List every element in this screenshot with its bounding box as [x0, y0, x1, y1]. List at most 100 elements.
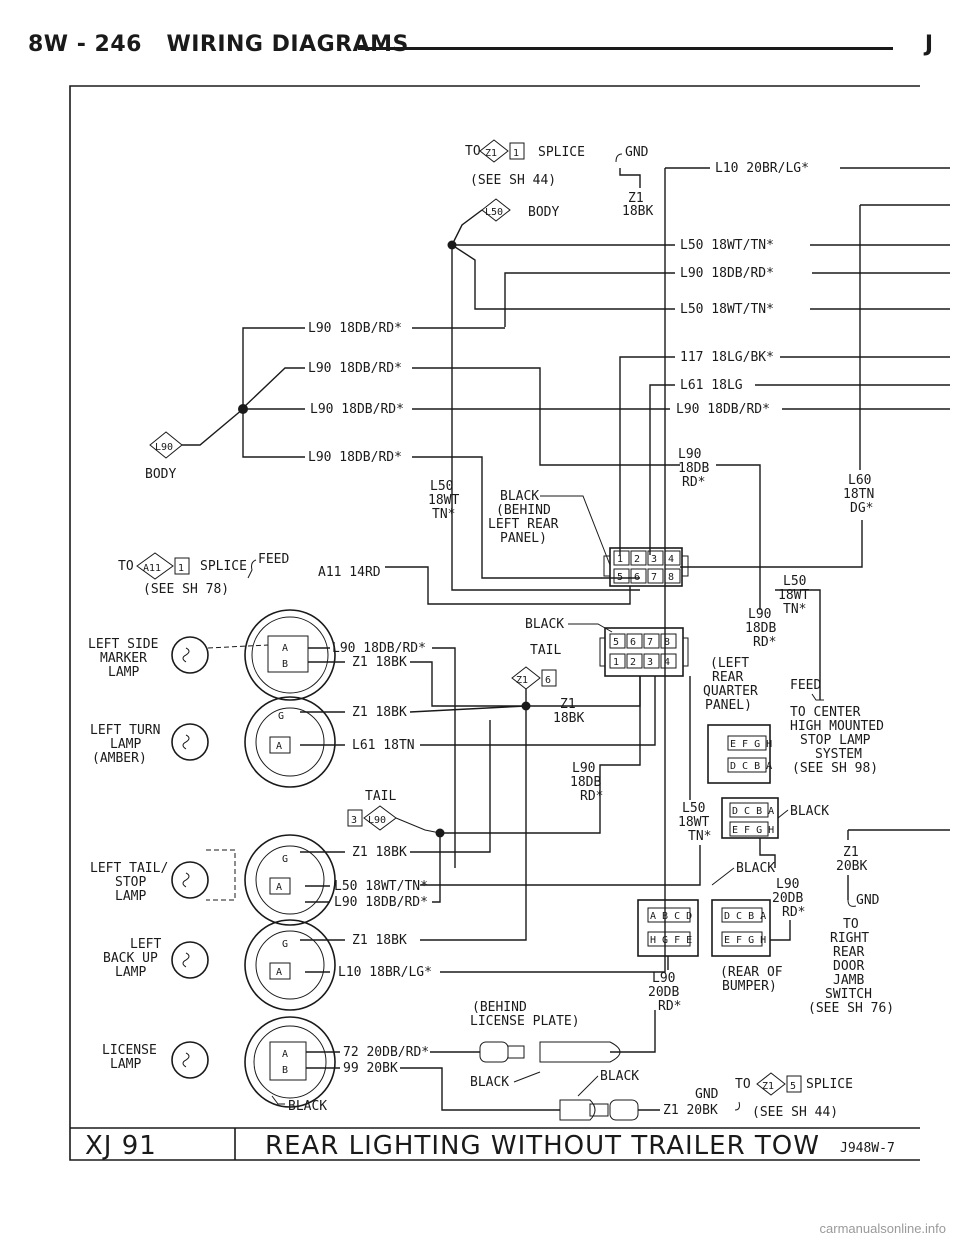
bumper-pins-dcba-label: D C B A: [724, 911, 766, 922]
pin-g-2: G: [282, 854, 288, 865]
bulb-icon-lbu: [171, 941, 209, 979]
socket-lbu-outer: [244, 919, 336, 1011]
pin-box: [613, 568, 630, 584]
ltl-3: (AMBER): [92, 751, 147, 766]
wire-lbu-l10: [440, 760, 666, 973]
feed-arrow-icon: [247, 559, 257, 579]
behind-label-1: (BEHIND: [496, 503, 551, 518]
lbu-2: BACK UP: [103, 951, 158, 966]
pin-label: 2: [630, 657, 636, 668]
black-label-4: BLACK: [736, 861, 775, 876]
chmsl-pins-bot-label: D C B A: [730, 761, 772, 772]
wire-l90-d: [412, 456, 640, 579]
z1-label: Z1: [628, 191, 644, 206]
ltl-1: LEFT TURN: [90, 723, 160, 738]
black-leader-4: [711, 867, 735, 886]
bumper-pins-hgfe: [647, 931, 691, 947]
l50-r-label: L50: [783, 574, 806, 589]
wire-label-l90-1: L90 18DB/RD*: [680, 266, 774, 281]
footer-code: J948W-7: [840, 1141, 895, 1156]
footer-title: REAR LIGHTING WITHOUT TRAILER TOW: [265, 1131, 820, 1161]
connector-lower-pins: 5 6 7 8 1 2 3 4: [609, 633, 677, 669]
pin-label: 8: [668, 572, 674, 583]
wire-l50-to-lts: [420, 845, 701, 886]
wire-ltl-z1: [409, 705, 527, 713]
rob-2: BUMPER): [722, 979, 777, 994]
socket-ltl-outer: [244, 696, 336, 788]
pin-box-icon-5: [786, 1075, 802, 1093]
dash-lsm: [207, 644, 269, 649]
wire-a11: [385, 566, 631, 605]
black-label-7: BLACK: [600, 1069, 639, 1084]
see-sh78-label: (SEE SH 78): [143, 582, 229, 597]
pin-b2: B: [282, 1065, 288, 1076]
mid-pins-bot-label: E F G H: [732, 825, 774, 836]
socket-lbu-inner: [255, 930, 325, 1000]
wire-label-l61: L61 18LG: [680, 378, 743, 393]
wire-lts-z1: [410, 720, 491, 853]
see-sh44-label-2: (SEE SH 44): [752, 1105, 838, 1120]
left-rq-1: (LEFT: [710, 656, 749, 671]
wire-label-72: 72 20DB/RD*: [343, 1045, 429, 1060]
l60-gauge: 18TN: [843, 487, 874, 502]
dash-lts: [206, 849, 236, 901]
page-number-title: 8W - 246 WIRING DIAGRAMS: [28, 32, 409, 57]
label-l90-c: L90 18DB/RD*: [310, 402, 404, 417]
l90-r-gauge: 18DB: [678, 461, 709, 476]
pin-box-icon: [509, 142, 525, 160]
wire-label-l10: L10 20BR/LG*: [715, 161, 809, 176]
socket-lts-outer: [244, 834, 336, 926]
lic-1: LICENSE: [102, 1043, 157, 1058]
pin-label: 5: [617, 572, 623, 583]
wire-l90-d-stub: [242, 440, 305, 458]
black-label-2: BLACK: [525, 617, 564, 632]
inline-plug-5: [589, 1103, 609, 1117]
wire-label-lts-z1: Z1 18BK: [352, 845, 407, 860]
pin-a2: A: [276, 741, 282, 752]
inline-plug-1: [479, 1041, 509, 1063]
diamond-connector-icon: [479, 139, 509, 163]
l50-r-gauge: 18WT: [778, 588, 809, 603]
pin-5: 5: [790, 1081, 796, 1092]
diamond-connector-icon-5: [511, 666, 541, 690]
header-rule: [358, 47, 893, 50]
l60-color: DG*: [850, 501, 873, 516]
pin-6: 6: [545, 675, 551, 686]
wire-label-lbu-l10: L10 18BR/LG*: [338, 965, 432, 980]
wire-label-99: 99 20BK: [343, 1061, 398, 1076]
chmsl-pins-bot: [727, 757, 767, 773]
tail-leader: [395, 817, 441, 834]
label-l90-a: L90 18DB/RD*: [308, 321, 402, 336]
wire-l50-r: [775, 589, 821, 700]
see-sh44-label: (SEE SH 44): [470, 173, 556, 188]
left-rq-4: PANEL): [705, 698, 752, 713]
connector-upper-pins: 1 2 3 4 5 6 7 8: [613, 550, 681, 584]
wire-label-ltl-l61: L61 18TN: [352, 738, 415, 753]
l60-label: L60: [848, 473, 871, 488]
blp-1: (BEHIND: [472, 1000, 527, 1015]
gnd-label-3: GND: [695, 1087, 719, 1102]
pin-box: [647, 550, 664, 566]
pin-box: [660, 653, 677, 669]
chmsl-pins-top-label: E F G H: [730, 739, 772, 750]
lic-2: LAMP: [110, 1057, 141, 1072]
pin-box: [609, 653, 626, 669]
wire-label-117: 117 18LG/BK*: [680, 350, 774, 365]
bulb-icon-lic: [171, 1041, 209, 1079]
wire-lsm-a: [432, 647, 456, 868]
wire-l90-1: [504, 272, 675, 327]
l90-q-color: RD*: [753, 635, 776, 650]
wire-l61: [649, 384, 675, 555]
pin-label: 1: [617, 554, 623, 565]
lts-3: LAMP: [115, 889, 146, 904]
wire-label-lsm-a: L90 18DB/RD*: [332, 641, 426, 656]
wire-l90-b-diag: [242, 367, 305, 409]
black-leader-2: [568, 623, 613, 633]
l90-p-label: L90: [652, 971, 675, 986]
wire-99: [400, 1067, 560, 1111]
socket-lic-inner: [253, 1025, 327, 1099]
pin-label: 2: [634, 554, 640, 565]
feed-label: FEED: [258, 552, 289, 567]
lbu-1: LEFT: [130, 937, 161, 952]
